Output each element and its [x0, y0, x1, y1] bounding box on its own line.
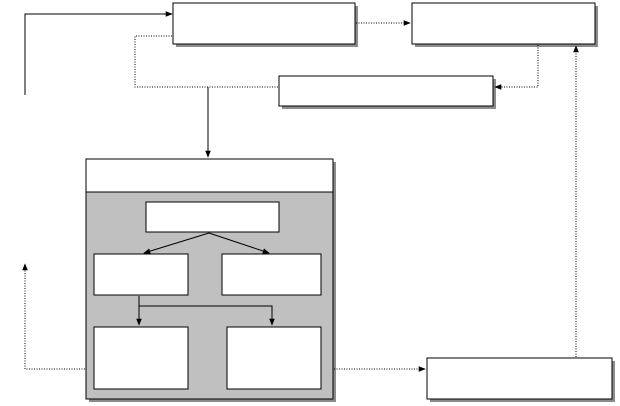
bottom-right-box	[426, 357, 613, 400]
middle-feedback-box	[278, 75, 494, 107]
mid-left-to-bottom-right-arrow	[139, 305, 275, 326]
panel-mid-left-box	[93, 253, 189, 296]
top-center-box	[172, 2, 356, 45]
panel-top-box	[145, 201, 280, 233]
top-right-to-feedback-arrow	[494, 45, 539, 90]
panel-bottom-left-box	[93, 326, 189, 390]
top-right-box	[411, 2, 596, 45]
feedback-return-line	[134, 35, 278, 88]
panel-left-output-arrow	[22, 263, 85, 370]
panel-top-to-mid-left-arrow	[143, 232, 210, 254]
panel-top-to-mid-right-arrow	[208, 232, 270, 254]
panel-mid-right-box	[221, 253, 322, 296]
panel-bottom-right-box	[226, 326, 322, 390]
left-input-arrow	[24, 11, 173, 95]
panel-header	[85, 158, 334, 193]
